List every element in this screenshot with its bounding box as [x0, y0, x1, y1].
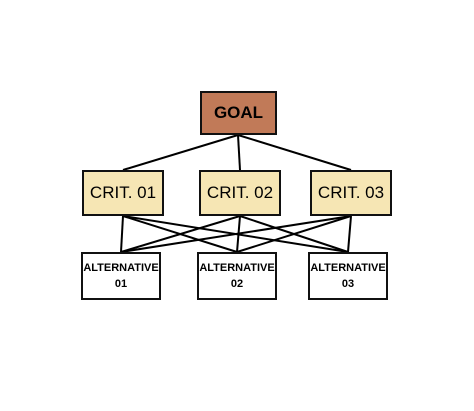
criterion-label: CRIT. 03 — [317, 183, 385, 202]
alternative-node-03: ALTERNATIVE 03 — [308, 252, 388, 300]
alternative-label: ALTERNATIVE — [310, 262, 386, 274]
alternative-label: ALTERNATIVE — [83, 262, 159, 274]
crit-02-alt-01-connector — [120, 215, 241, 253]
crit-03-alt-02-connector — [236, 215, 352, 253]
goal-crit-03-connector — [237, 134, 352, 171]
criterion-node-02: CRIT. 02 — [199, 170, 281, 216]
crit-01-alt-01-connector — [120, 215, 124, 253]
alternative-number: 02 — [230, 278, 244, 290]
alternative-label: ALTERNATIVE — [199, 262, 275, 274]
criterion-node-01: CRIT. 01 — [82, 170, 164, 216]
goal-label: GOAL — [213, 103, 264, 122]
goal-crit-02-connector — [237, 134, 241, 171]
criterion-label: CRIT. 01 — [89, 183, 157, 202]
alternative-node-01: ALTERNATIVE 01 — [81, 252, 161, 300]
crit-03-alt-01-connector — [120, 215, 352, 253]
criterion-label: CRIT. 02 — [206, 183, 274, 202]
criterion-node-03: CRIT. 03 — [310, 170, 392, 216]
alternative-number: 03 — [341, 278, 355, 290]
alternative-node-02: ALTERNATIVE 02 — [197, 252, 277, 300]
goal-crit-01-connector — [122, 134, 239, 171]
goal-node: GOAL — [200, 91, 277, 135]
alternative-number: 01 — [114, 278, 128, 290]
crit-03-alt-03-connector — [347, 215, 352, 253]
